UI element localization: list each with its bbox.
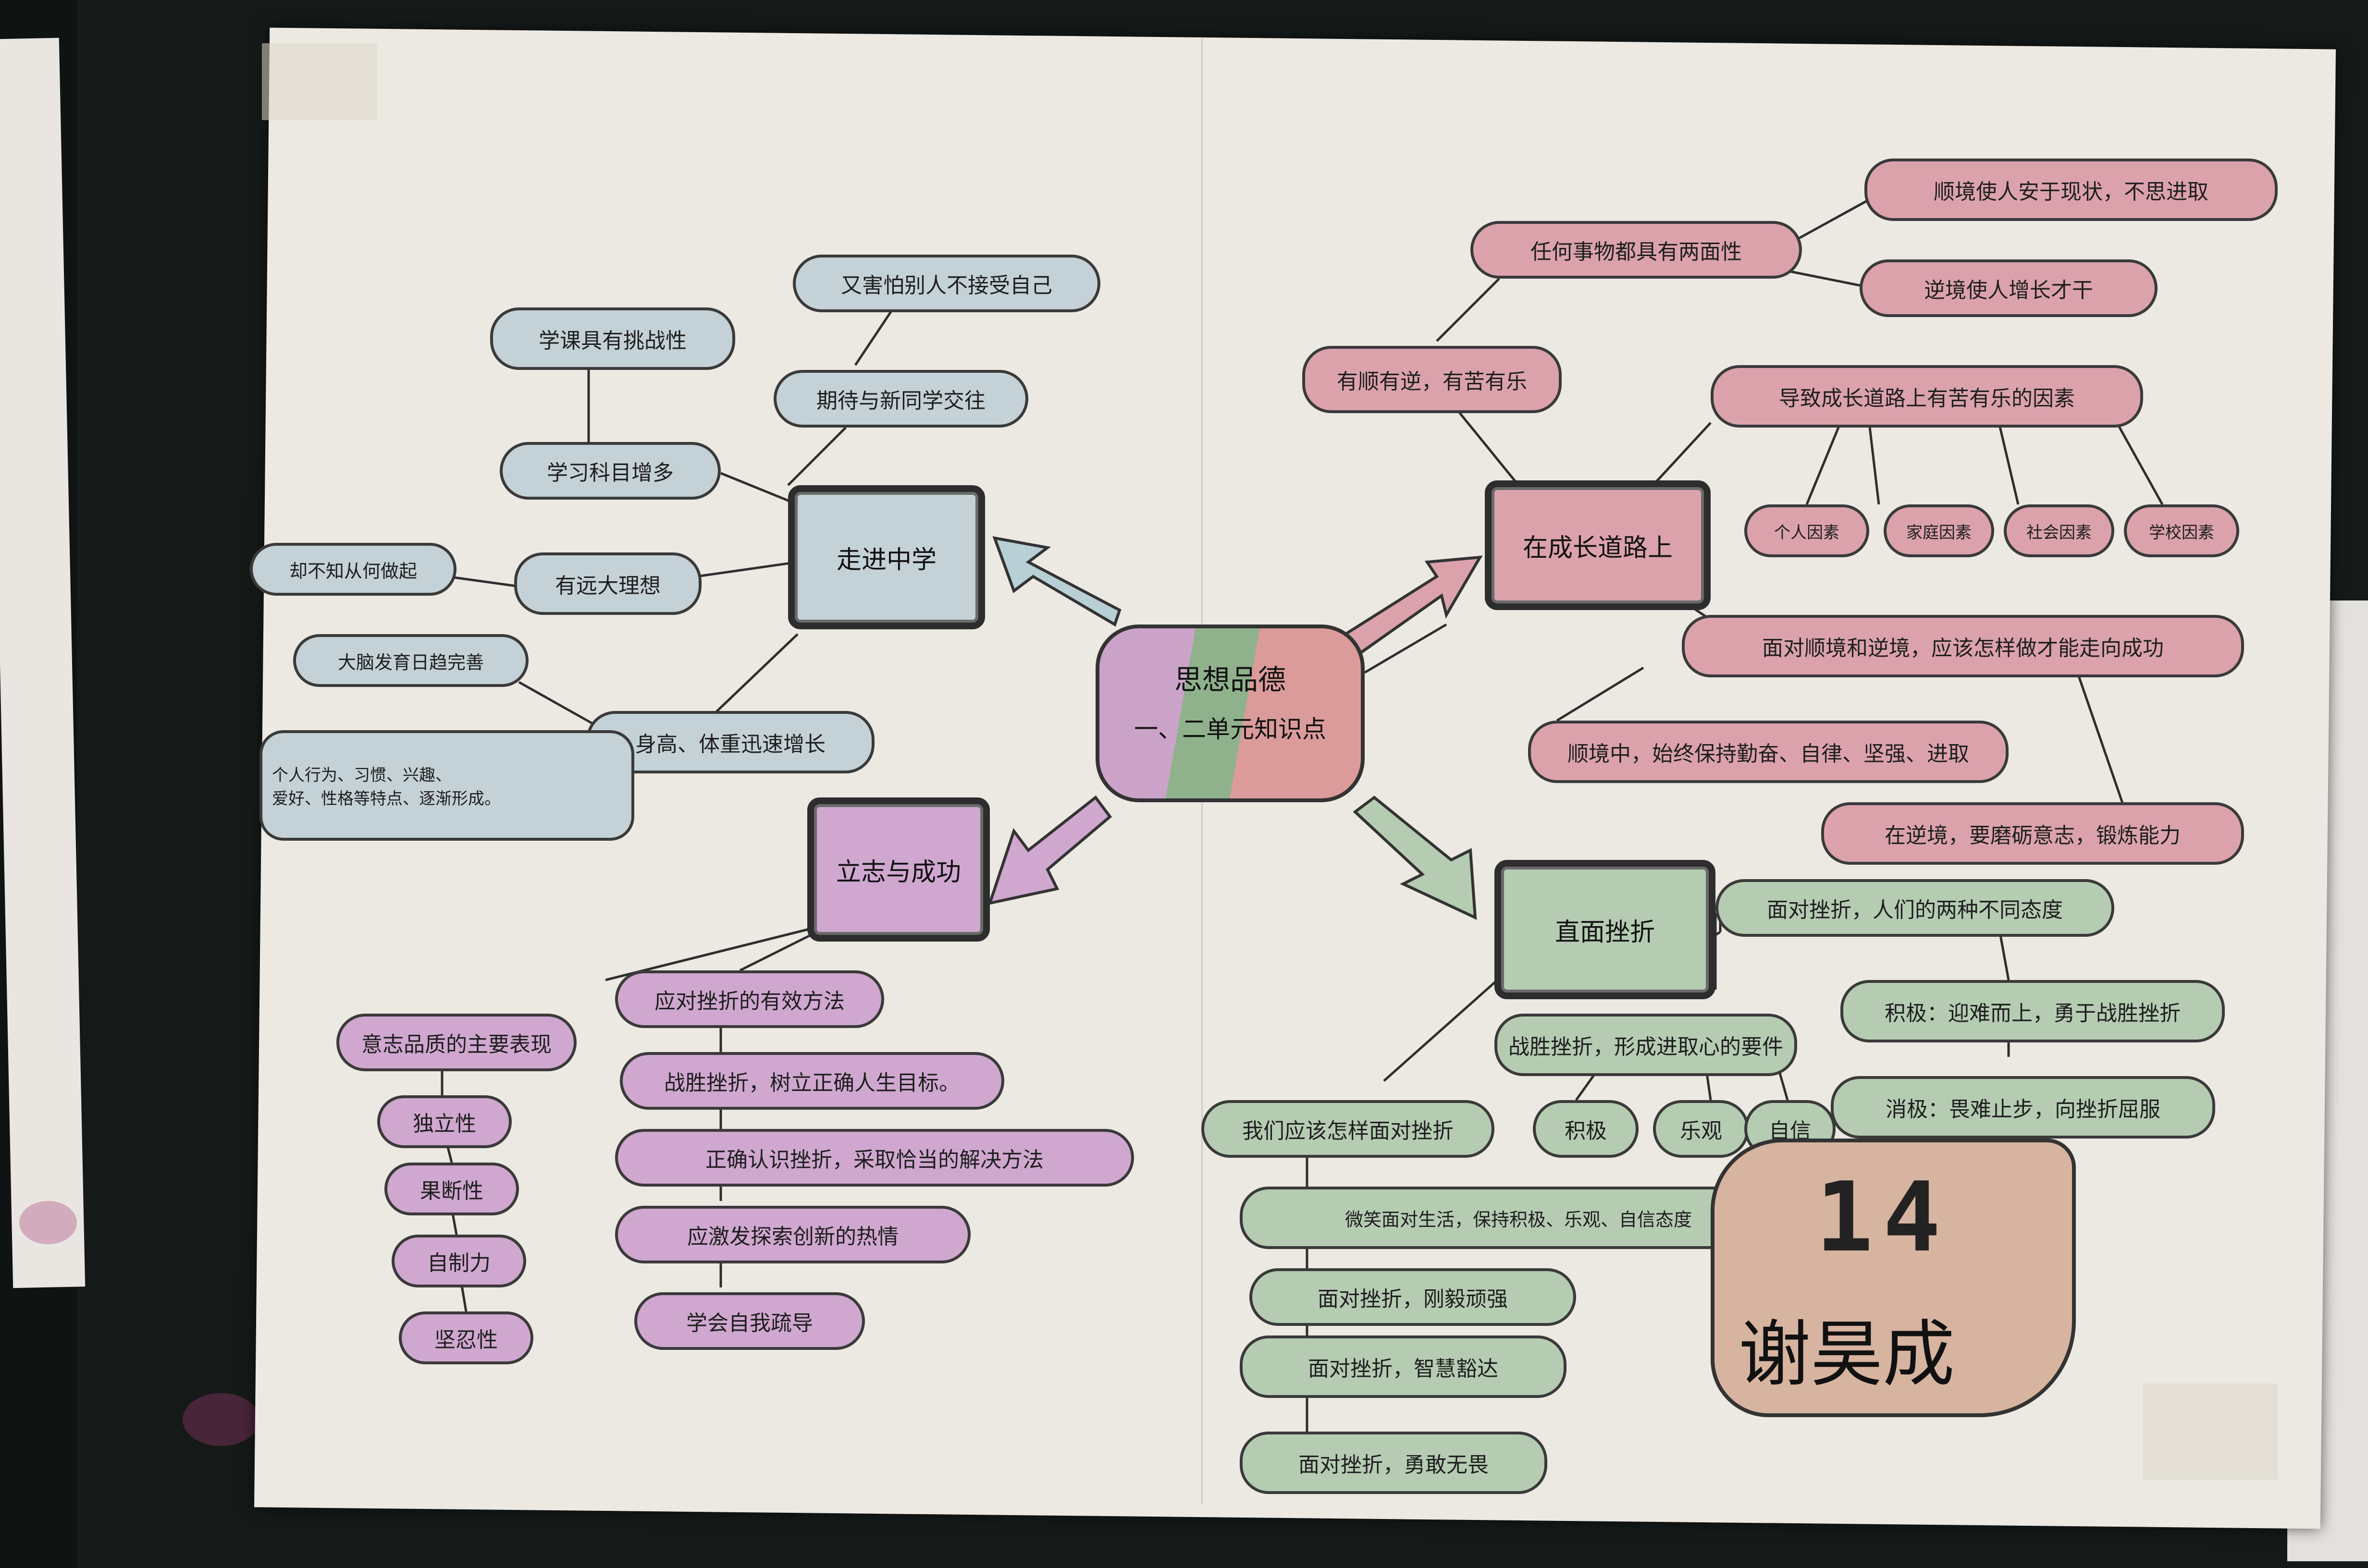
node-zuoqi: 却不知从何做起: [250, 543, 456, 596]
node-yinsu: 导致成长道路上有苦有乐的因素: [1711, 365, 2143, 428]
node-lixiang: 有远大理想: [514, 552, 702, 615]
node-factor-4: 学校因素: [2124, 504, 2239, 557]
node-taidu: 面对挫折，人们的两种不同态度: [1715, 879, 2114, 937]
node-attitude-1: 积极: [1533, 1100, 1639, 1158]
node-trait-4: 坚忍性: [399, 1311, 533, 1364]
node-xingwei-line2: 爱好、性格等特点、逐渐形成。: [272, 789, 501, 808]
node-biaoxian: 意志品质的主要表现: [336, 1014, 577, 1071]
node-liangmian: 任何事物都具有两面性: [1470, 221, 1802, 279]
node-factor-3: 社会因素: [2004, 504, 2114, 557]
hub-label: 立志与成功: [836, 858, 961, 887]
tape: [2143, 1384, 2278, 1480]
node-nijing: 逆境使人增长才干: [1860, 259, 2158, 317]
node-youku: 有顺有逆，有苦有乐: [1302, 346, 1562, 413]
center-title: 思想品德: [1174, 663, 1286, 696]
node-qidai: 期待与新同学交往: [774, 370, 1028, 428]
node-tiaojian: 战胜挫折，形成进取心的要件: [1494, 1014, 1797, 1076]
node-method-2: 正确认识挫折，采取恰当的解决方法: [615, 1129, 1134, 1187]
node-fangfa: 应对挫折的有效方法: [615, 970, 884, 1028]
node-attitude-2: 乐观: [1653, 1100, 1749, 1158]
hub-zoujin-zhongxue: 走进中学: [788, 485, 985, 629]
hub-label: 走进中学: [836, 545, 937, 575]
node-trait-2: 果断性: [384, 1163, 519, 1215]
node-kemu: 学习科目增多: [500, 442, 721, 500]
node-method-4: 学会自我疏导: [634, 1292, 865, 1350]
node-nijing-zuo: 在逆境，要磨砺意志，锻炼能力: [1821, 802, 2244, 865]
node-youai: 又害怕别人不接受自己: [793, 255, 1100, 312]
node-shunjing-zuo: 顺境中，始终保持勤奋、自律、坚强、进取: [1528, 721, 2009, 783]
node-jiji: 积极：迎难而上，勇于战胜挫折: [1840, 980, 2225, 1042]
node-method-3: 应激发探索创新的热情: [615, 1206, 971, 1263]
stain: [183, 1393, 259, 1446]
node-trait-1: 独立性: [377, 1095, 512, 1148]
hub-lizhi-chenggong: 立志与成功: [807, 797, 990, 942]
center-topic: 思想品德 一、二单元知识点: [1096, 625, 1365, 802]
node-wanshan: 大脑发育日趋完善: [293, 634, 529, 687]
node-way-3: 面对挫折，智慧豁达: [1240, 1335, 1566, 1398]
node-xingwei: 个人行为、习惯、兴趣、 爱好、性格等特点、逐渐形成。: [259, 730, 634, 841]
node-factor-2: 家庭因素: [1884, 504, 1994, 557]
stain: [19, 1201, 77, 1244]
hub-label: 直面挫折: [1554, 918, 1655, 947]
node-way-1: 微笑面对生活，保持积极、乐观、自信态度: [1240, 1187, 1797, 1249]
node-way-4: 面对挫折，勇敢无畏: [1240, 1432, 1547, 1494]
author-signature: 14 谢昊成: [1711, 1139, 2076, 1417]
tape: [262, 43, 377, 120]
hub-zhimian-cuozhe: 直面挫折: [1494, 860, 1715, 999]
node-mianzhi: 面对顺境和逆境，应该怎样做才能走向成功: [1682, 615, 2244, 677]
node-trait-3: 自制力: [392, 1235, 526, 1287]
node-method-1: 战胜挫折，树立正确人生目标。: [620, 1052, 1004, 1110]
node-way-2: 面对挫折，刚毅顽强: [1249, 1268, 1576, 1326]
node-yinggai: 我们应该怎样面对挫折: [1201, 1100, 1494, 1158]
node-xingwei-line1: 个人行为、习惯、兴趣、: [272, 766, 452, 785]
hub-label: 在成长道路上: [1522, 533, 1673, 563]
node-xiaoji: 消极：畏难止步，向挫折屈服: [1831, 1076, 2215, 1139]
node-shengao: 身高、体重迅速增长: [586, 711, 875, 773]
center-subtitle: 一、二单元知识点: [1134, 715, 1326, 743]
node-factor-1: 个人因素: [1744, 504, 1869, 557]
hub-chengzhang-daolu: 在成长道路上: [1485, 480, 1711, 610]
node-shunjing: 顺境使人安于现状，不思进取: [1864, 159, 2278, 221]
student-number: 14: [1815, 1162, 1950, 1274]
student-name: 谢昊成: [1739, 1313, 1955, 1396]
node-tiaozhan: 学课具有挑战性: [490, 307, 735, 370]
